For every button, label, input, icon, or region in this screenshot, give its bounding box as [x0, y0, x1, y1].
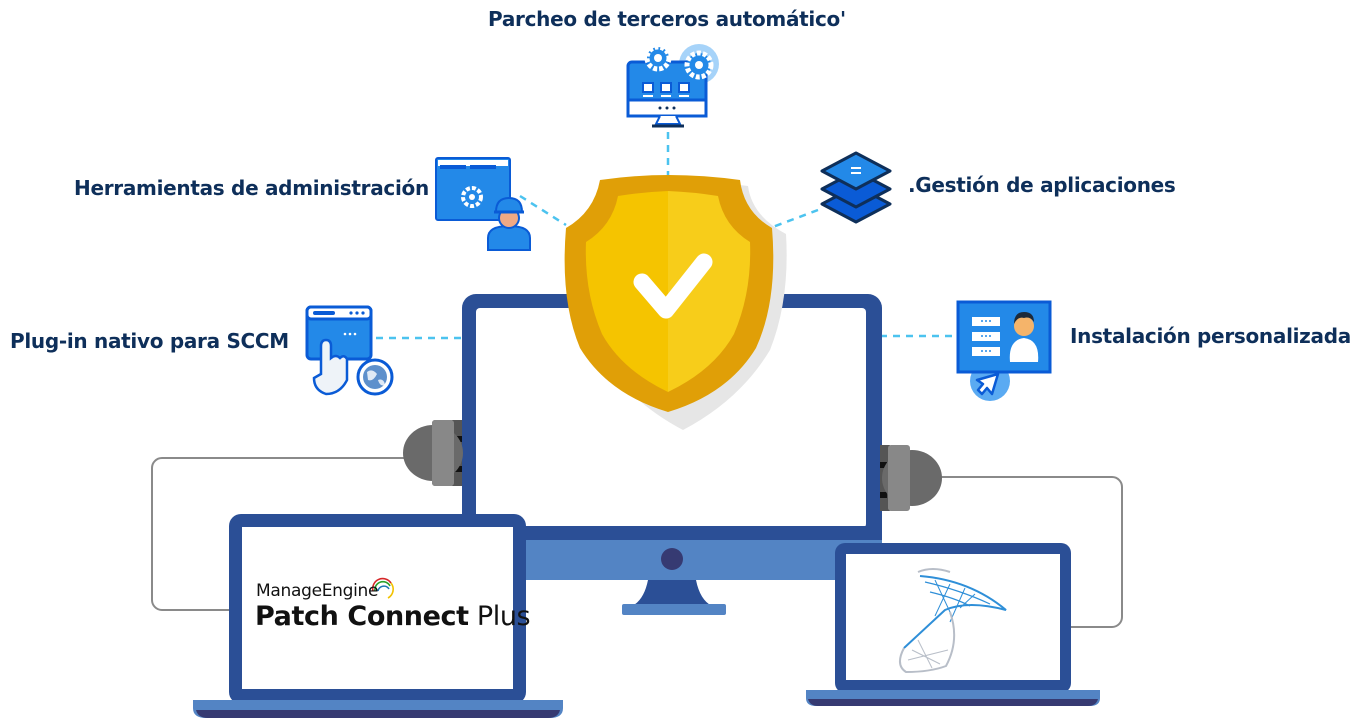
product-name-light: Plus [468, 601, 531, 632]
monitor-gears-icon [626, 44, 719, 128]
laptop-right [806, 543, 1100, 706]
stacked-layers-icon [820, 151, 892, 224]
laptop-right-base-bottom [808, 699, 1098, 706]
feature-label-app-management: .Gestión de aplicaciones [908, 173, 1176, 197]
plug-right [880, 445, 942, 511]
cable-left [151, 457, 405, 611]
cable-right [940, 476, 1123, 628]
monitor-top-strip [462, 526, 882, 540]
laptop-left-screen [242, 527, 513, 689]
security-shield [564, 175, 774, 412]
check-mark-icon [633, 253, 713, 319]
shield-inner-left [585, 191, 668, 392]
feature-label-sccm-plugin: Plug-in nativo para SCCM [10, 329, 289, 353]
monitor-power-button [661, 548, 683, 570]
product-name: Patch Connect Plus [255, 601, 531, 632]
feature-label-admin-tools: Herramientas de administración [74, 176, 429, 200]
plug-left [403, 420, 463, 486]
feature-label-third-party-patching: Parcheo de terceros automático' [488, 7, 846, 31]
feature-label-custom-install: Instalación personalizada [1070, 324, 1351, 348]
connector-apps [769, 208, 819, 230]
manageengine-logo-icon [371, 577, 394, 599]
laptop-right-screen [846, 554, 1060, 680]
admin-worker-icon [435, 157, 531, 251]
sccm-logo-icon [899, 568, 1007, 674]
brand-name: ManageEngine [256, 581, 379, 601]
monitor-stand-base [622, 604, 726, 615]
user-list-cursor-icon [956, 300, 1052, 401]
cables [151, 457, 1123, 628]
shield-inner-right [668, 191, 751, 392]
connector-admin [519, 194, 567, 227]
product-name-bold: Patch Connect [255, 601, 469, 632]
laptop-left-base-bottom [196, 710, 560, 718]
laptop-left [193, 514, 563, 718]
browser-hand-globe-icon [305, 305, 394, 396]
monitor-stand [632, 580, 712, 606]
